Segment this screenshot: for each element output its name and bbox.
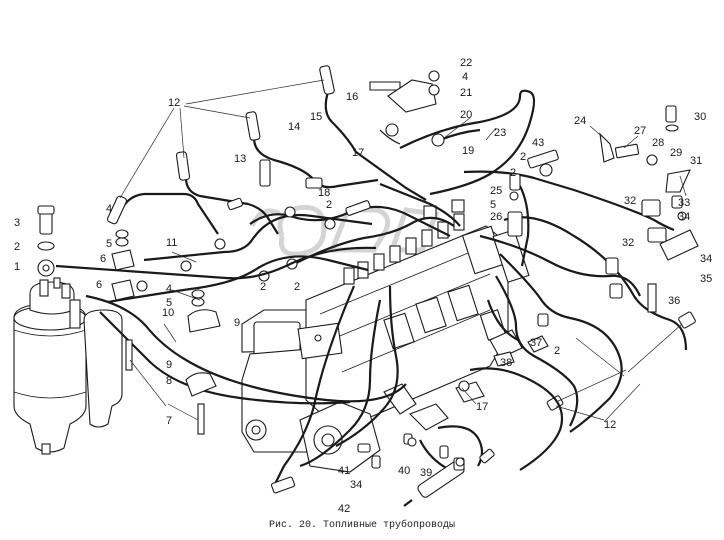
callout-4: 4 xyxy=(106,203,112,215)
callout-15: 15 xyxy=(310,111,322,123)
callout-24: 24 xyxy=(574,115,586,127)
callout-30: 30 xyxy=(694,111,706,123)
callout-28: 28 xyxy=(652,137,664,149)
callout-5: 5 xyxy=(106,238,112,250)
callout-34: 34 xyxy=(700,253,712,265)
callout-14: 14 xyxy=(288,121,300,133)
callout-5: 5 xyxy=(490,199,496,211)
callout-12: 12 xyxy=(168,97,180,109)
callout-19: 19 xyxy=(462,145,474,157)
callout-16: 16 xyxy=(346,91,358,103)
callout-10: 10 xyxy=(162,307,174,319)
callout-27: 27 xyxy=(634,125,646,137)
callout-32: 32 xyxy=(622,237,634,249)
callout-2: 2 xyxy=(294,281,300,293)
callout-11: 11 xyxy=(166,237,177,249)
fuel-filter xyxy=(13,277,123,455)
right-injector-pipes xyxy=(479,216,696,433)
callout-2: 2 xyxy=(14,241,20,253)
callout-9: 9 xyxy=(234,317,240,329)
injection-pump xyxy=(241,225,530,473)
callout-37: 37 xyxy=(530,337,542,349)
callout-43: 43 xyxy=(532,137,544,149)
callout-6: 6 xyxy=(96,279,102,291)
callout-labels: 3 2 1 4 5 6 6 11 4 5 9 10 9 8 7 12 13 14… xyxy=(14,57,712,515)
callout-17: 17 xyxy=(352,147,364,159)
callout-20: 20 xyxy=(460,109,472,121)
callout-4: 4 xyxy=(462,71,468,83)
callout-18: 18 xyxy=(318,187,330,199)
callout-23: 23 xyxy=(494,127,506,139)
callout-29: 29 xyxy=(670,147,682,159)
return-lines xyxy=(379,89,675,267)
callout-33: 33 xyxy=(678,197,690,209)
callout-21: 21 xyxy=(460,87,472,99)
callout-17: 17 xyxy=(476,401,488,413)
callout-34: 34 xyxy=(678,211,690,223)
injector-bottom xyxy=(403,457,465,507)
callout-3: 3 xyxy=(14,217,20,229)
callout-5: 5 xyxy=(166,297,172,309)
delivery-valves xyxy=(343,199,465,285)
callout-38: 38 xyxy=(500,357,512,369)
small-parts xyxy=(37,70,699,469)
callout-34: 34 xyxy=(350,479,362,491)
callout-32: 32 xyxy=(624,195,636,207)
leader-lines xyxy=(119,79,687,423)
callout-2: 2 xyxy=(260,281,266,293)
callout-22: 22 xyxy=(460,57,472,69)
callout-6: 6 xyxy=(100,253,106,265)
lower-pipes xyxy=(270,285,564,494)
callout-12: 12 xyxy=(604,419,616,431)
callout-1: 1 xyxy=(14,261,20,273)
callout-7: 7 xyxy=(166,415,172,427)
callout-42: 42 xyxy=(338,503,350,515)
callout-39: 39 xyxy=(420,467,432,479)
callout-35: 35 xyxy=(700,273,712,285)
figure-caption: Рис. 20. Топливные трубопроводы xyxy=(268,520,456,531)
callout-2: 2 xyxy=(520,151,526,163)
callout-26: 26 xyxy=(490,211,502,223)
callout-2: 2 xyxy=(326,199,332,211)
callout-40: 40 xyxy=(398,465,410,477)
callout-8: 8 xyxy=(166,375,172,387)
callout-41: 41 xyxy=(338,465,350,477)
callout-9: 9 xyxy=(166,359,172,371)
callout-2: 2 xyxy=(554,345,560,357)
callout-25: 25 xyxy=(490,185,502,197)
callout-36: 36 xyxy=(668,295,680,307)
callout-2: 2 xyxy=(510,167,516,179)
callout-4: 4 xyxy=(166,283,172,295)
callout-31: 31 xyxy=(690,155,702,167)
callout-13: 13 xyxy=(234,153,246,165)
